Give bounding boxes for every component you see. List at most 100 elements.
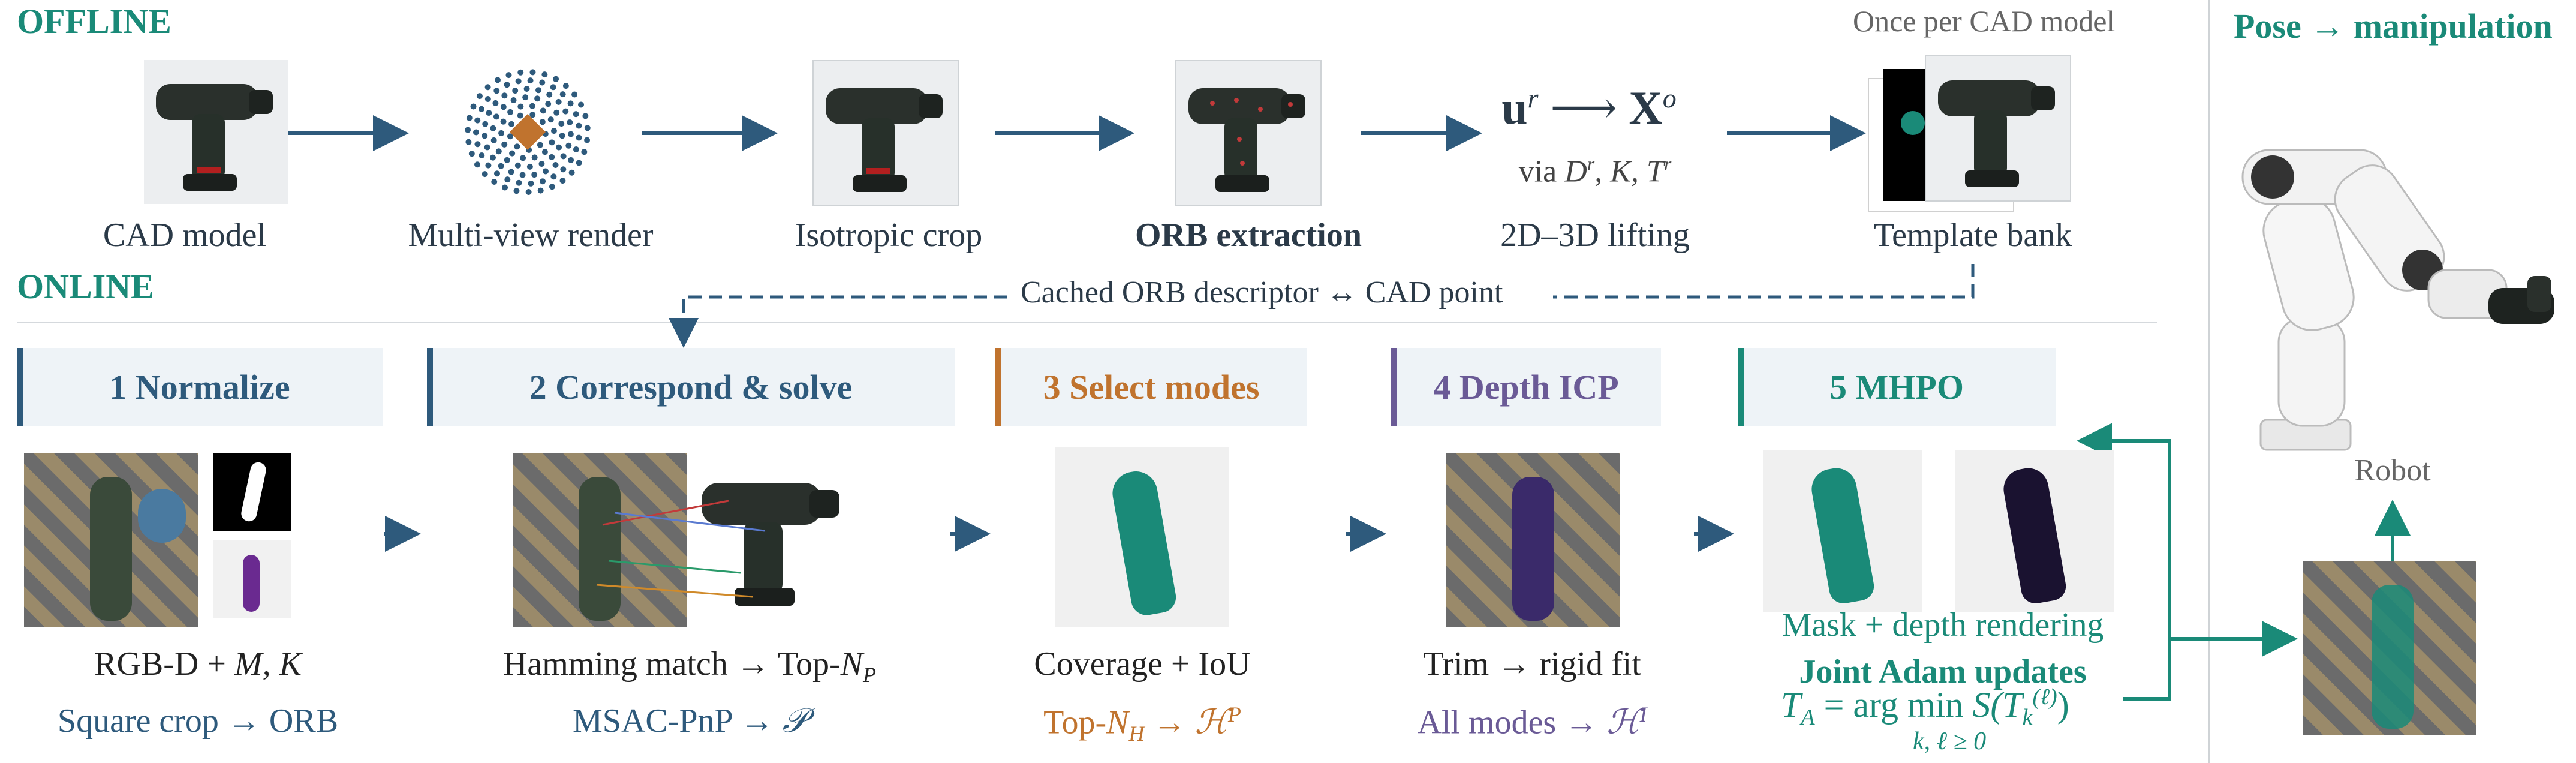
viewpoint-dot	[571, 91, 578, 98]
lifting-via: via Dr, K, Tr	[1519, 153, 1672, 189]
viewpoint-dot	[514, 143, 520, 150]
viewpoint-dot	[508, 121, 515, 127]
stage1-line2: Square crop → ORB	[57, 702, 339, 740]
stage2-line1-math: N	[840, 645, 863, 683]
viewpoint-dot	[534, 95, 541, 102]
stage3-line2-math2: ℋ	[1194, 704, 1228, 741]
viewpoint-dot	[562, 108, 569, 115]
viewpoint-dot	[501, 141, 508, 148]
viewpoint-dot	[582, 113, 589, 119]
viewpoint-dot	[484, 144, 490, 151]
offline-label-multiview: Multi-view render	[408, 217, 654, 254]
stage3-line2-text: Top-	[1043, 704, 1107, 741]
viewpoint-dot	[490, 125, 496, 131]
viewpoint-dot	[565, 142, 572, 149]
viewpoint-dot	[493, 88, 500, 94]
viewpoint-dot	[482, 133, 488, 139]
viewpoint-dot	[515, 78, 522, 85]
isotropic-crop-image	[812, 60, 959, 206]
viewpoint-dot	[540, 107, 546, 114]
viewpoint-dot	[470, 103, 477, 110]
viewpoint-dot	[559, 91, 566, 98]
viewpoint-dot	[504, 157, 510, 163]
viewpoint-sphere-icon	[465, 69, 591, 195]
viewpoint-dot	[567, 131, 574, 137]
drill-icon	[1938, 80, 2055, 187]
viewpoint-dot	[513, 188, 520, 194]
viewpoint-dot	[514, 162, 521, 169]
template-card-front	[1925, 55, 2071, 202]
formula-arrow: ⟶	[1550, 82, 1617, 134]
offline-label-orb-extraction: ORB extraction	[1135, 217, 1362, 254]
pose-manipulation-label: Pose → manipulation	[2234, 7, 2553, 46]
drill-icon	[826, 88, 943, 192]
viewpoint-dot	[493, 113, 499, 120]
viewpoint-dot	[482, 121, 489, 127]
viewpoint-dot	[560, 166, 567, 173]
viewpoint-dot	[474, 161, 481, 168]
stage4-line2: All modes → ℋI	[1417, 702, 1647, 742]
offline-label-isotropic-crop: Isotropic crop	[795, 217, 983, 254]
viewpoint-dot	[553, 109, 560, 116]
viewpoint-dot	[546, 91, 553, 98]
viewpoint-dot	[473, 129, 480, 136]
viewpoint-dot	[504, 176, 511, 183]
viewpoint-dot	[482, 171, 488, 178]
viewpoint-dot	[517, 103, 524, 110]
viewpoint-dot	[528, 180, 534, 187]
stage2-cad-image	[690, 465, 857, 621]
stage-title: 5 MHPO	[1829, 367, 1964, 407]
stage2-line1-sub: P	[863, 663, 877, 687]
viewpoint-dot	[478, 106, 484, 112]
viewpoint-dot	[558, 121, 565, 127]
stage-header-depth-icp: 4 Depth ICP	[1391, 348, 1661, 426]
viewpoint-dot	[555, 98, 562, 105]
viewpoint-dot	[491, 179, 498, 185]
viewpoint-dot	[573, 146, 579, 152]
stage1-mask	[213, 453, 291, 531]
formula-tk: (T	[1990, 685, 2023, 725]
viewpoint-dot	[567, 100, 574, 107]
formula-x: X	[1629, 82, 1663, 134]
viewpoint-dot	[517, 112, 523, 119]
viewpoint-dot	[494, 170, 500, 177]
formula-close: )	[2057, 685, 2069, 725]
stage5-line1: Mask + depth rendering	[1781, 606, 2104, 644]
viewpoint-dot	[519, 172, 526, 178]
viewpoint-dot	[560, 153, 567, 160]
stage-header-mhpo: 5 MHPO	[1738, 348, 2056, 426]
stage3-line2-sup: P	[1227, 702, 1241, 726]
stage2-line1-text: Hamming match → Top-	[502, 645, 841, 683]
viewpoint-dot	[520, 155, 526, 161]
viewpoint-dot	[500, 104, 507, 110]
robot-pose-crop-image	[2303, 561, 2476, 735]
viewpoint-dot	[486, 110, 492, 116]
mhpo-feedback-arrow	[2077, 423, 2171, 701]
vertical-divider	[2208, 0, 2210, 763]
viewpoint-dot	[576, 160, 582, 166]
viewpoint-dot	[549, 184, 555, 190]
viewpoint-dot	[484, 84, 491, 91]
via-d: D	[1564, 154, 1587, 189]
viewpoint-dot	[522, 94, 529, 101]
viewpoint-dot	[476, 93, 483, 100]
viewpoint-dot	[562, 83, 569, 89]
stage4-line2-math: ℋ	[1606, 704, 1640, 741]
viewpoint-dot	[529, 69, 536, 76]
viewpoint-dot	[525, 188, 532, 195]
viewpoint-dot	[541, 71, 548, 78]
lifting-formula: ur ⟶ Xo	[1501, 81, 1676, 135]
stage1-line1-text: RGB-D +	[94, 645, 234, 683]
viewpoint-dot	[500, 118, 507, 125]
viewpoint-dot	[576, 122, 582, 129]
viewpoint-dot	[466, 115, 473, 121]
robot-label: Robot	[2354, 453, 2431, 488]
viewpoint-dot	[505, 72, 512, 79]
viewpoint-dot	[509, 150, 516, 157]
stage4-line2-sup: I	[1639, 702, 1647, 726]
viewpoint-dot	[498, 130, 505, 136]
cached-connector-right	[1553, 264, 1975, 299]
viewpoint-dot	[516, 179, 522, 186]
stage-title: 3 Select modes	[1043, 367, 1260, 407]
